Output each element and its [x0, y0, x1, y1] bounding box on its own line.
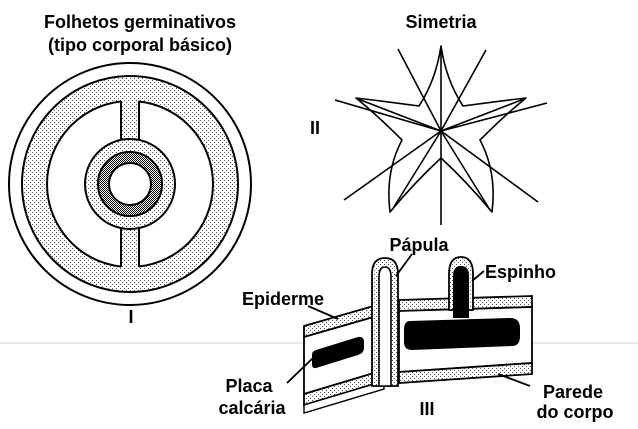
epiderme-label: Epiderme	[242, 289, 324, 309]
pentaradial-star	[335, 46, 547, 225]
placa-label-line1: Placa	[225, 376, 273, 396]
parede-label-line1: Parede	[543, 382, 603, 402]
symmetry-panel: Simetria II	[310, 12, 547, 225]
germ-layers-roman-label: I	[128, 307, 133, 327]
papula-structure	[372, 258, 398, 386]
espinho-label: Espinho	[485, 262, 556, 282]
papula-label: Pápula	[389, 235, 449, 255]
body-wall-panel: Pápula Espinho Epiderme Placa calcária P…	[218, 235, 613, 422]
germ-layers-title-line1: Folhetos germinativos	[44, 12, 236, 32]
germ-layers-panel: Folhetos germinativos (tipo corporal bás…	[9, 12, 251, 327]
body-wall-roman-label: III	[419, 399, 434, 419]
papula-leader	[396, 254, 412, 276]
symmetry-title: Simetria	[405, 12, 477, 32]
parede-label-line2: do corpo	[537, 402, 614, 422]
symmetry-roman-label: II	[310, 118, 320, 138]
placa-label-line2: calcária	[218, 398, 286, 418]
germ-layers-title-line2: (tipo corporal básico)	[48, 35, 232, 55]
germ-layers-figure	[9, 63, 251, 305]
